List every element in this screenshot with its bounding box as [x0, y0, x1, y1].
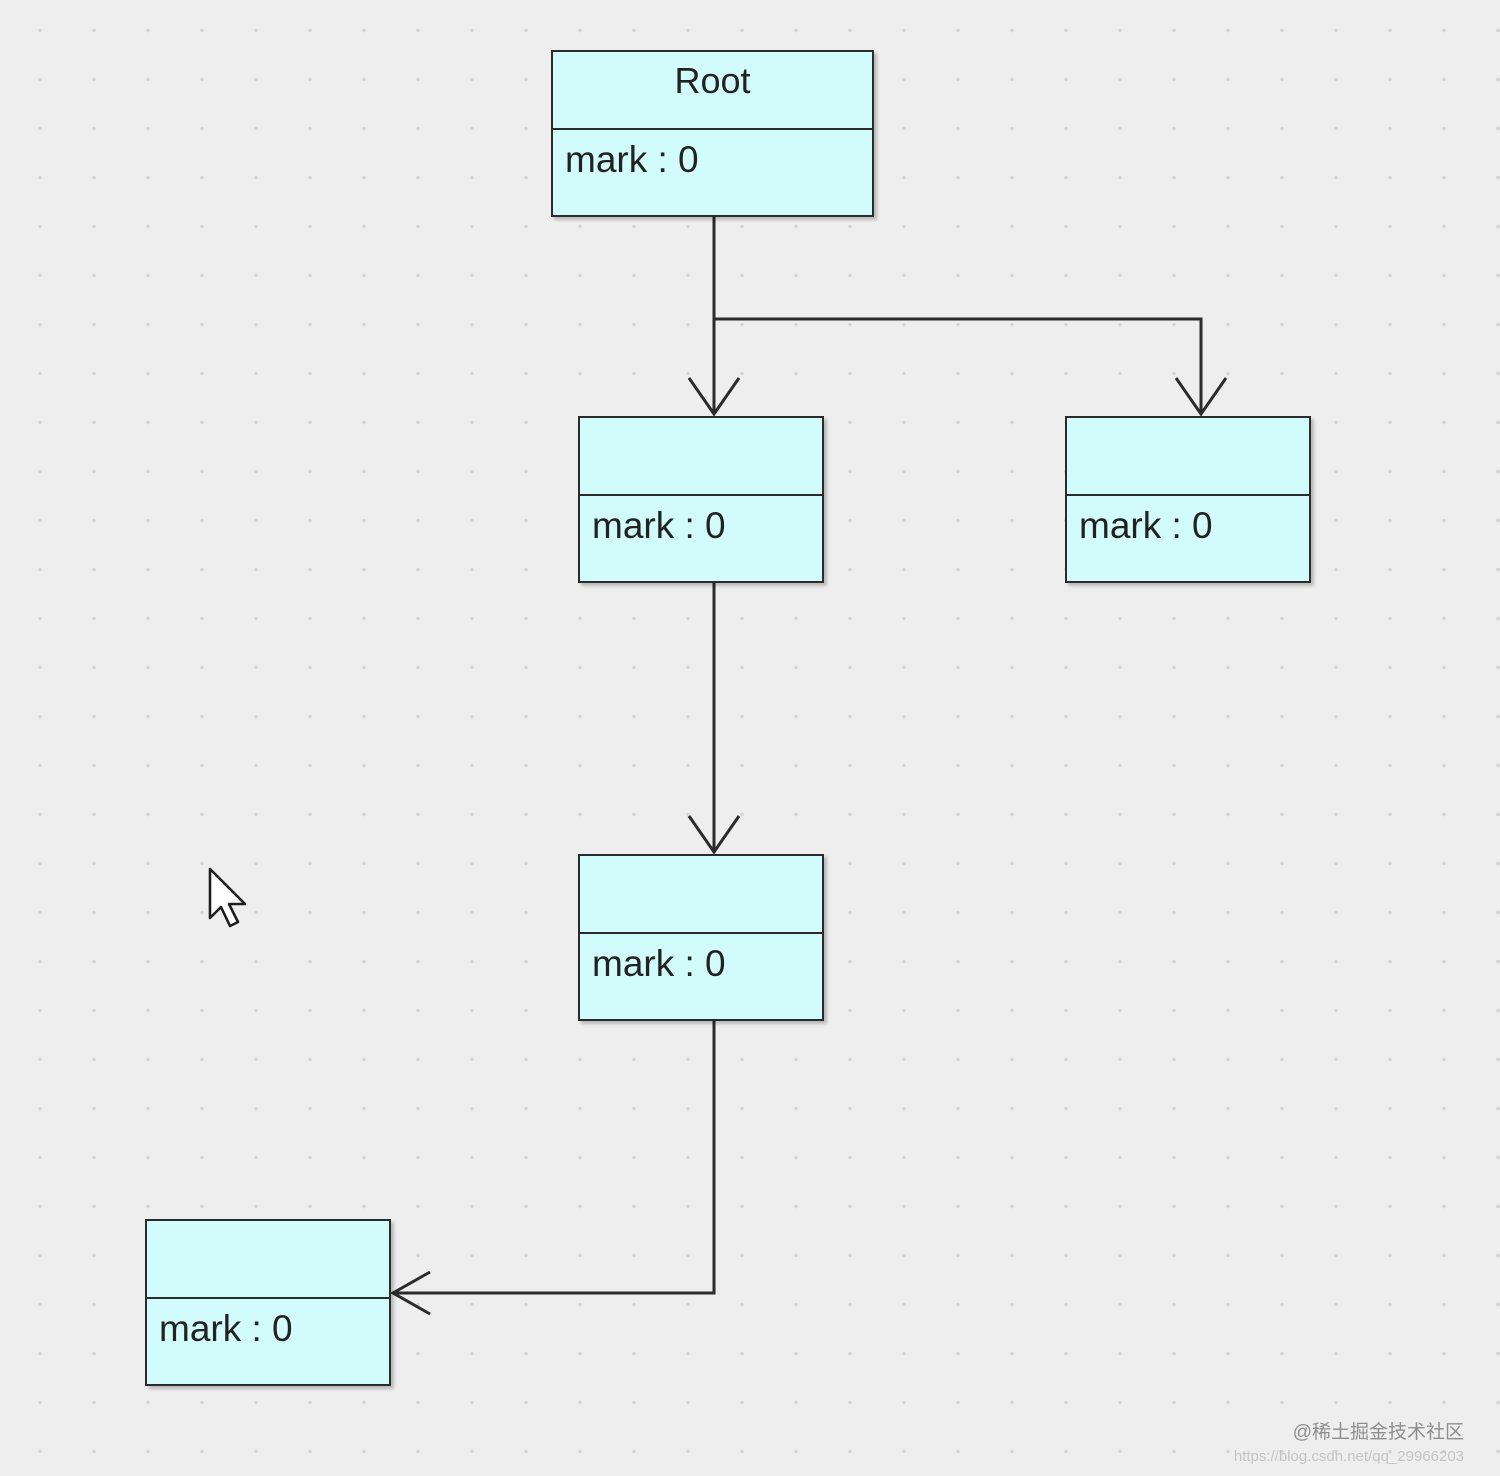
- arrowhead-root-to-left: [687, 377, 741, 417]
- class-node-bottom[interactable]: mark : 0: [145, 1219, 391, 1386]
- node-field: mark : 0: [159, 1308, 293, 1349]
- node-field: mark : 0: [1079, 505, 1213, 546]
- class-node-root[interactable]: Root mark : 0: [551, 50, 874, 217]
- class-node-right[interactable]: mark : 0: [1065, 416, 1311, 583]
- node-name: [1067, 418, 1309, 496]
- node-name: [147, 1221, 389, 1299]
- node-field: mark : 0: [565, 139, 699, 180]
- mouse-pointer-icon: [208, 867, 247, 928]
- node-name: [580, 418, 822, 496]
- arrowhead-mid-to-bottom: [389, 1270, 431, 1316]
- node-name: Root: [553, 52, 872, 130]
- arrowhead-root-to-right: [1174, 377, 1228, 417]
- node-name: [580, 856, 822, 934]
- watermark-url: https://blog.csdn.net/qq_29966203: [1233, 1448, 1464, 1465]
- edge-mid-to-bottom: [393, 1021, 716, 1295]
- watermark-site: @稀土掘金技术社区: [1292, 1422, 1464, 1443]
- watermark: @稀土掘金技术社区 https://blog.csdn.net/qq_29966…: [1234, 1420, 1464, 1468]
- edge-root-to-right: [714, 317, 1203, 414]
- node-field: mark : 0: [592, 505, 726, 546]
- class-node-mid[interactable]: mark : 0: [578, 854, 824, 1021]
- class-node-left[interactable]: mark : 0: [578, 416, 824, 583]
- arrowhead-left-to-mid: [687, 815, 741, 855]
- node-field: mark : 0: [592, 943, 726, 984]
